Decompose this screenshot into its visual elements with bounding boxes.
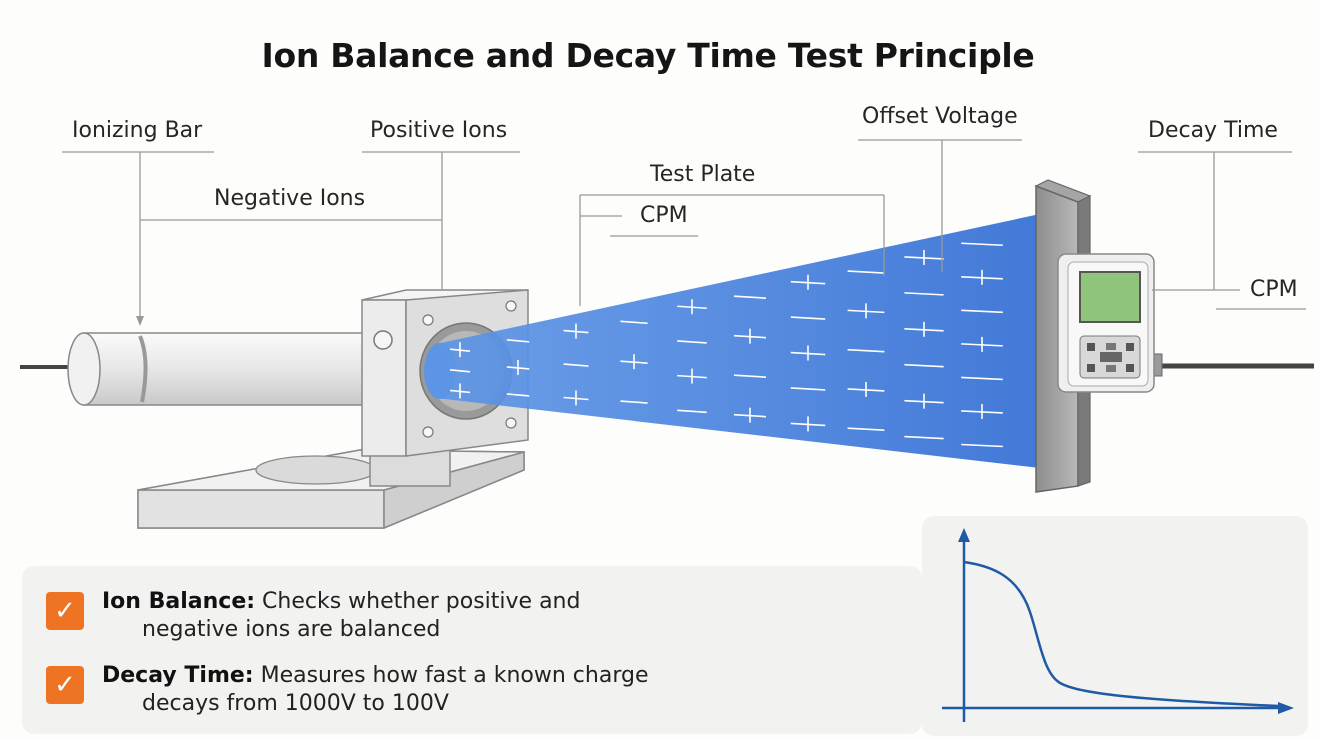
label-cpm-right: CPM bbox=[1250, 277, 1298, 302]
x-axis-arrow-icon bbox=[1278, 702, 1294, 714]
ion-mark bbox=[677, 409, 707, 414]
bullet-term: Decay Time: bbox=[102, 663, 254, 688]
ion-mark bbox=[733, 374, 767, 378]
ion-mark bbox=[961, 376, 1003, 381]
ion-stream-source bbox=[424, 343, 456, 399]
info-panel: ✓ Ion Balance: Checks whether positive a… bbox=[22, 566, 922, 734]
mounting-base bbox=[137, 449, 525, 530]
bullet-line1: Ion Balance: Checks whether positive and bbox=[102, 588, 580, 616]
y-axis-arrow-icon bbox=[958, 528, 970, 542]
ion-mark bbox=[961, 242, 1003, 247]
label-decay-time: Decay Time bbox=[1148, 118, 1278, 143]
ion-mark bbox=[620, 400, 648, 404]
ion-mark bbox=[904, 292, 944, 296]
ion-mark bbox=[961, 309, 1003, 314]
ion-mark bbox=[961, 443, 1003, 448]
label-test-plate: Test Plate bbox=[650, 162, 756, 187]
bullet-line2: negative ions are balanced bbox=[142, 617, 441, 642]
ion-mark bbox=[847, 270, 885, 274]
bullet-desc: Measures how fast a known charge bbox=[260, 663, 649, 688]
decay-graph bbox=[942, 528, 1294, 722]
ion-mark bbox=[563, 363, 589, 367]
checkmark-icon: ✓ bbox=[46, 666, 84, 704]
label-offset-voltage: Offset Voltage bbox=[862, 104, 1018, 129]
bullet-term: Ion Balance: bbox=[102, 589, 256, 614]
ion-mark bbox=[904, 435, 944, 440]
ion-marks bbox=[449, 242, 1003, 448]
label-cpm-left: CPM bbox=[640, 203, 688, 228]
ion-mark bbox=[904, 363, 944, 368]
label-positive-ions: Positive Ions bbox=[370, 118, 508, 143]
page-title: Ion Balance and Decay Time Test Principl… bbox=[261, 36, 1035, 75]
ion-mark bbox=[847, 348, 885, 353]
cpm-meter bbox=[1057, 253, 1163, 393]
ionizing-bar-tube bbox=[67, 332, 385, 406]
ion-mark bbox=[847, 427, 885, 431]
ion-mark bbox=[506, 393, 530, 397]
bullet-line1: Decay Time: Measures how fast a known ch… bbox=[102, 662, 648, 690]
bullet-line2: decays from 1000V to 100V bbox=[142, 691, 449, 716]
meter-screen bbox=[1079, 271, 1141, 323]
ion-mark bbox=[506, 339, 530, 343]
label-ionizing-bar: Ionizing Bar bbox=[72, 118, 203, 143]
decay-curve bbox=[963, 560, 1279, 708]
ion-mark bbox=[677, 340, 707, 344]
leader-lines bbox=[62, 139, 1306, 326]
ion-mark bbox=[733, 295, 767, 299]
ion-mark bbox=[790, 387, 826, 391]
ion-mark bbox=[620, 320, 648, 325]
ion-stream bbox=[436, 214, 1040, 468]
ion-mark bbox=[790, 316, 826, 320]
checkmark-icon: ✓ bbox=[46, 592, 84, 630]
label-negative-ions: Negative Ions bbox=[214, 186, 366, 211]
ion-mark bbox=[449, 369, 471, 373]
bullet-desc: Checks whether positive and bbox=[262, 589, 581, 614]
decay-graph-panel bbox=[922, 516, 1308, 736]
